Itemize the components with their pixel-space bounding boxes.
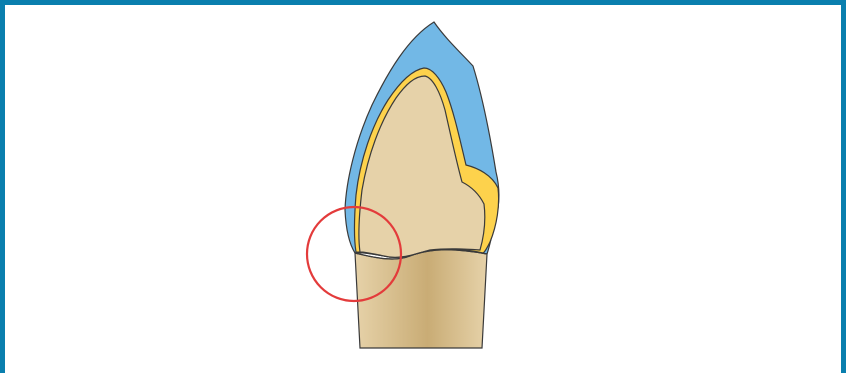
tooth-root bbox=[355, 250, 487, 348]
